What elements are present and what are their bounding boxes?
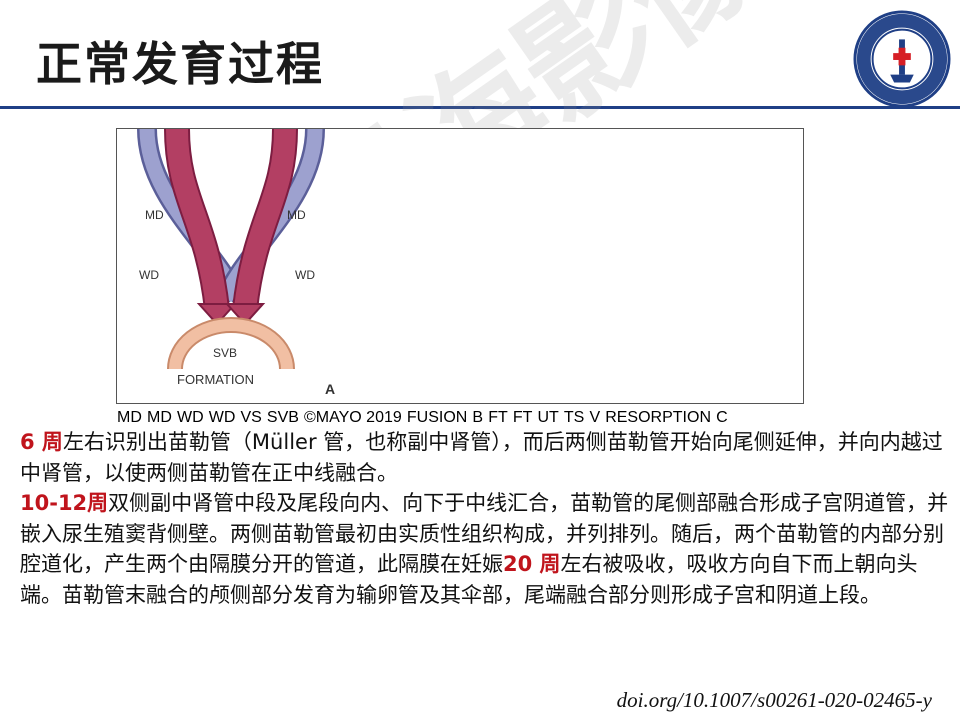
panel-letter-a: A [325,381,335,397]
panel-resorption: FT FT UT TS V RESORPTION C [488,407,727,426]
label-wd-left: WD [139,268,159,282]
paragraph-week10-12: 10-12周双侧副中肾管中段及尾段向内、向下于中线汇合，苗勒管的尾侧部融合形成子… [20,488,950,610]
label-wd-right: WD [208,409,236,426]
caption-formation: FORMATION [177,372,254,387]
panel-fusion: MD MD WD WD VS SVB ©MAYO 2019 FUSION B [117,407,488,426]
highlight-week6: 6 周 [20,430,63,454]
embryology-diagram: MD MD WD WD SVB FORMATION A [137,128,335,397]
hospital-logo-icon [853,10,951,108]
caption-resorption: RESORPTION [605,409,711,426]
label-ts: TS [563,409,585,426]
panel-formation: MD MD WD WD SVB FORMATION A [137,128,335,397]
paragraph-week10-12-text: 双侧副中肾管中段及尾段向内、向下于中线汇合，苗勒管的尾侧部融合形成子宫阴道管，并… [20,491,949,577]
paragraph-week20-text: 左右被吸收，吸收方向自下而上朝向头端。苗勒管末融合的颅侧部分发育为输卵管及其伞部… [20,552,918,607]
panel-letter-b: B [472,409,484,426]
paragraph-week6-text: 左右识别出苗勒管（Müller 管，也称副中肾管），而后两侧苗勒管开始向尾侧延伸… [20,430,943,485]
label-md-right: MD [287,208,306,222]
label-vs: VS [240,409,262,426]
label-ut: UT [537,409,559,426]
label-md-left: MD [117,409,142,426]
panel-letter-c: C [716,409,728,426]
label-md-right: MD [146,409,172,426]
label-svb: SVB [266,409,299,426]
highlight-week20: 20 周 [503,552,561,577]
label-v: V [589,409,601,426]
label-ft-right: FT [512,409,533,426]
label-wd-left: WD [176,409,204,426]
figure-mullerian-development: MD MD WD WD SVB FORMATION A MD MD WD WD … [116,128,804,426]
label-md-left: MD [145,208,164,222]
label-svb: SVB [213,346,237,360]
body-text: 6 周左右识别出苗勒管（Müller 管，也称副中肾管），而后两侧苗勒管开始向尾… [20,427,950,611]
copyright-mayo: ©MAYO 2019 [304,409,402,426]
doi-reference: doi.org/10.1007/s00261-020-02465-y [616,688,932,712]
caption-fusion: FUSION [406,409,468,426]
label-wd-right: WD [295,268,315,282]
page-title: 正常发育过程 [36,37,324,91]
title-underline [0,106,960,109]
label-ft-left: FT [488,409,508,426]
paragraph-week6: 6 周左右识别出苗勒管（Müller 管，也称副中肾管），而后两侧苗勒管开始向尾… [20,427,950,488]
highlight-week10-12: 10-12周 [20,491,109,516]
